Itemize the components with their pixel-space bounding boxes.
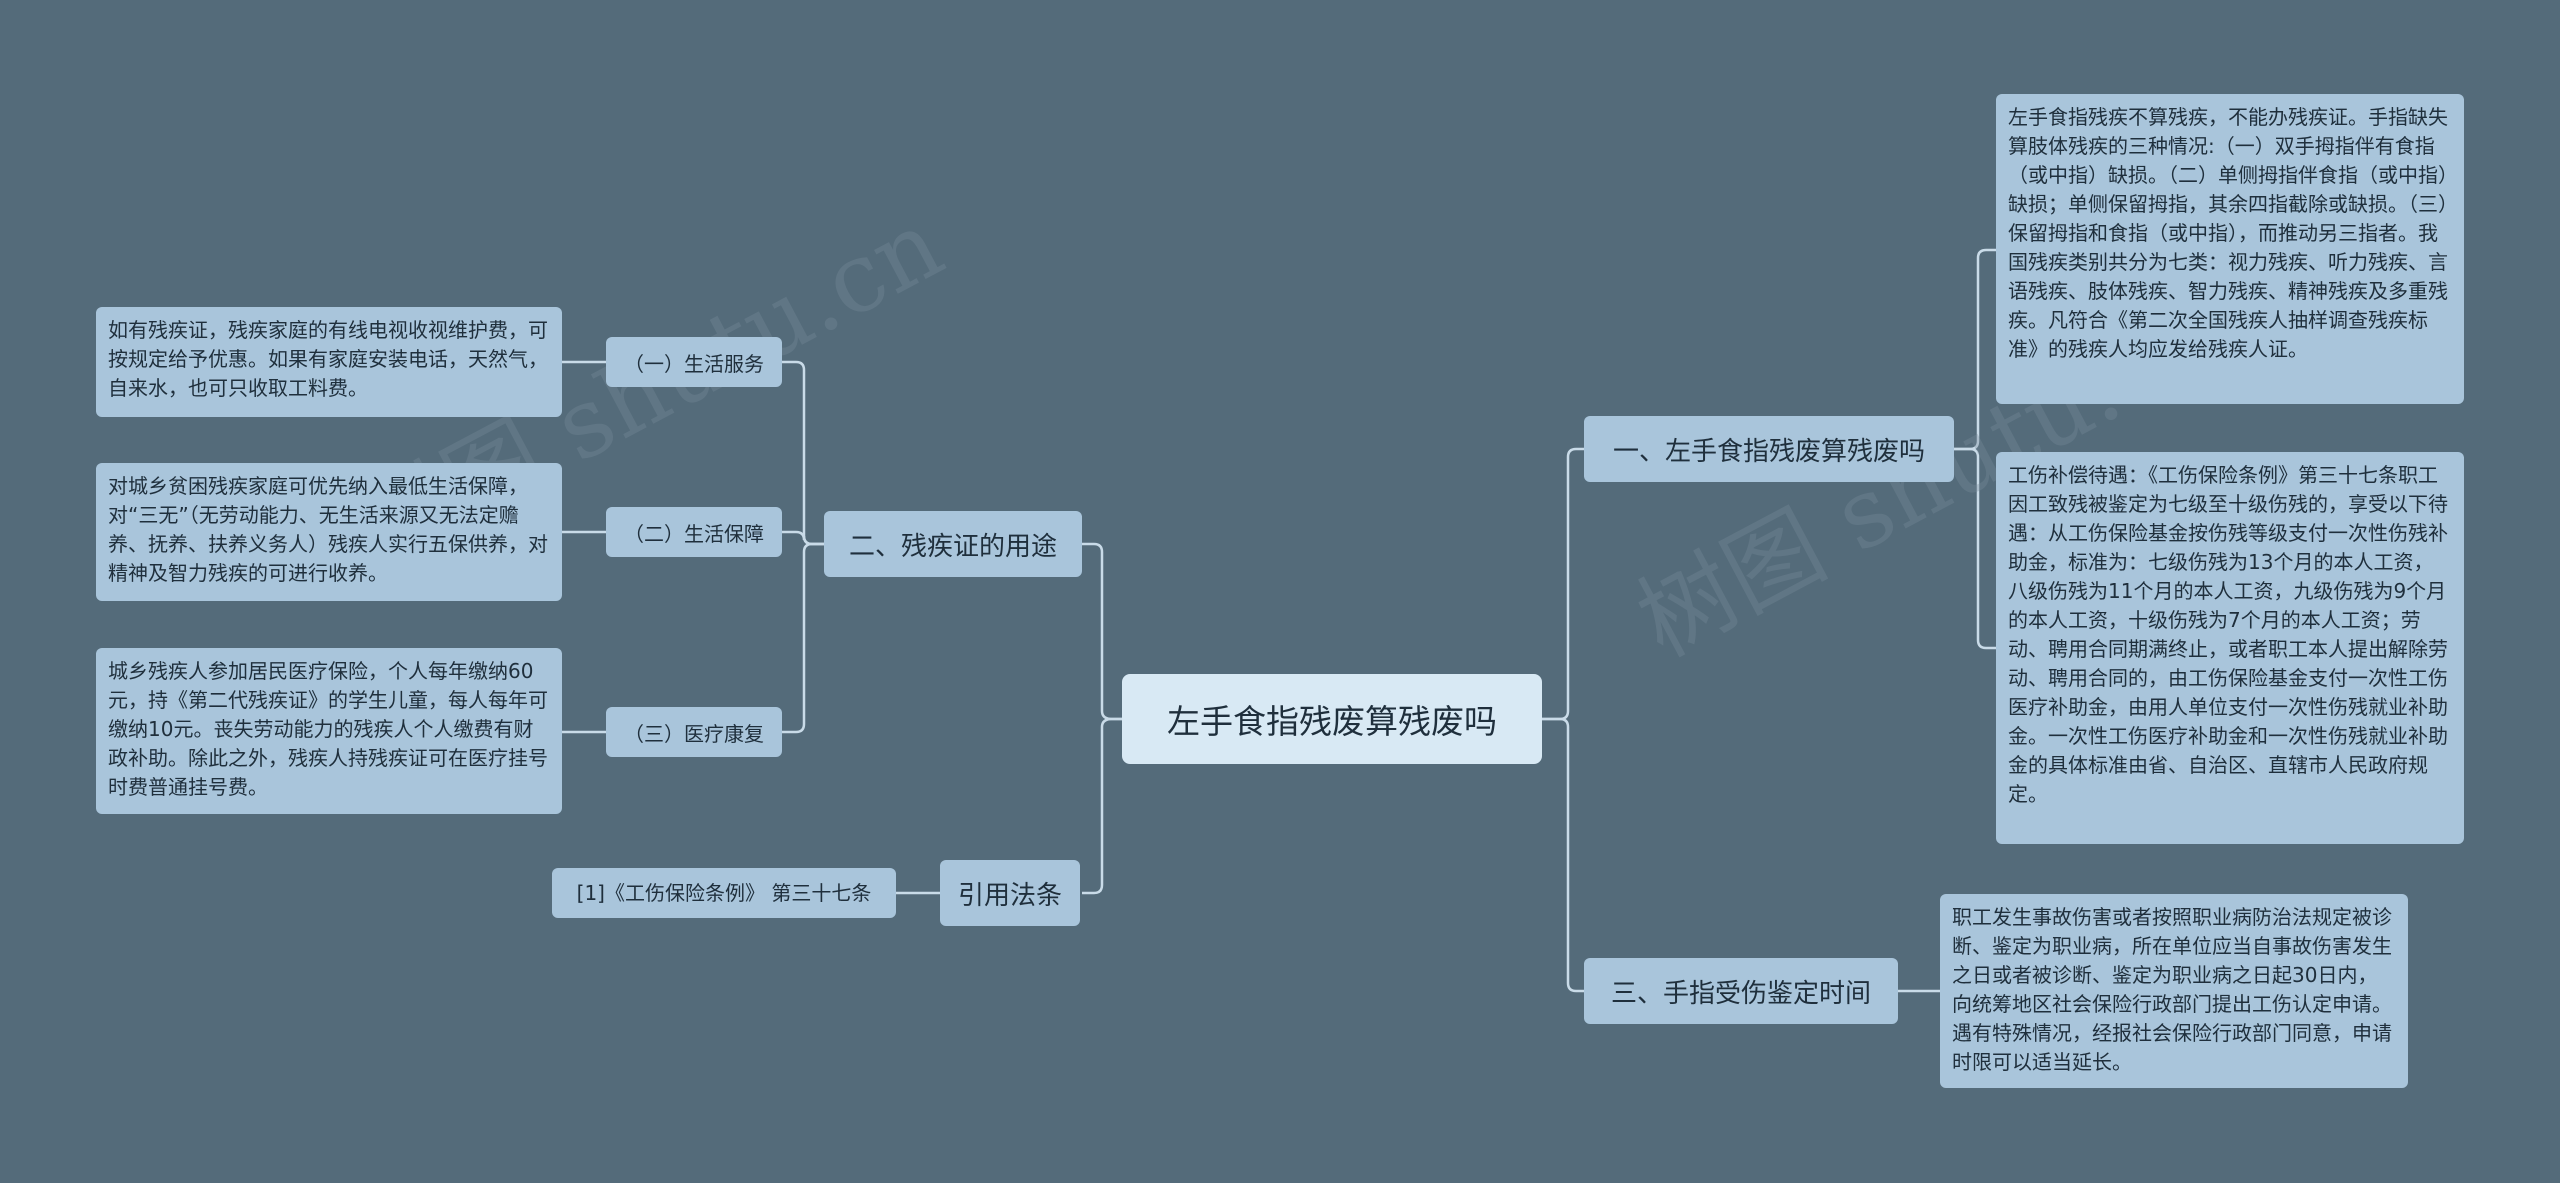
branch-disability-card-use[interactable]: 二、残疾证的用途 [824,511,1082,577]
connector-root-b3 [1542,717,1584,993]
connector-b1-leaf2 [1954,447,1996,650]
connector-root-b1 [1542,447,1584,721]
leaf-cited-law[interactable]: [1]《工伤保险条例》 第三十七条 [552,868,896,918]
leaf-medical-rehab[interactable]: 城乡残疾人参加居民医疗保险，个人每年缴纳60元，持《第二代残疾证》的学生儿童，每… [96,648,562,814]
branch-cited-law[interactable]: 引用法条 [940,860,1080,926]
connector-b1-leaf1 [1954,248,1996,451]
sub-life-security[interactable]: （二）生活保障 [606,507,782,557]
branch-finger-injury-deadline[interactable]: 三、手指受伤鉴定时间 [1584,958,1898,1024]
leaf-disability-criteria[interactable]: 左手食指残疾不算残疾，不能办残疾证。手指缺失算肢体残疾的三种情况:（一）双手拇指… [1996,94,2464,404]
connector-root-b2 [1082,542,1122,721]
connector-b2-sub2 [782,530,824,546]
branch-left-index-finger[interactable]: 一、左手食指残废算残废吗 [1584,416,1954,482]
leaf-injury-application[interactable]: 职工发生事故伤害或者按照职业病防治法规定被诊断、鉴定为职业病，所在单位应当自事故… [1940,894,2408,1088]
sub-medical-rehab[interactable]: （三）医疗康复 [606,707,782,757]
root-topic[interactable]: 左手食指残废算残废吗 [1122,674,1542,764]
connector-b2-sub3 [782,542,824,734]
connector-b2-sub1 [782,360,824,546]
leaf-life-security[interactable]: 对城乡贫困残疾家庭可优先纳入最低生活保障，对“三无”（无劳动能力、无生活来源又无… [96,463,562,601]
connector-root-b4 [1082,717,1122,895]
leaf-life-service[interactable]: 如有残疾证，残疾家庭的有线电视收视维护费，可按规定给予优惠。如果有家庭安装电话，… [96,307,562,417]
leaf-injury-compensation[interactable]: 工伤补偿待遇：《工伤保险条例》第三十七条职工因工致残被鉴定为七级至十级伤残的，享… [1996,452,2464,844]
sub-life-service[interactable]: （一）生活服务 [606,337,782,387]
